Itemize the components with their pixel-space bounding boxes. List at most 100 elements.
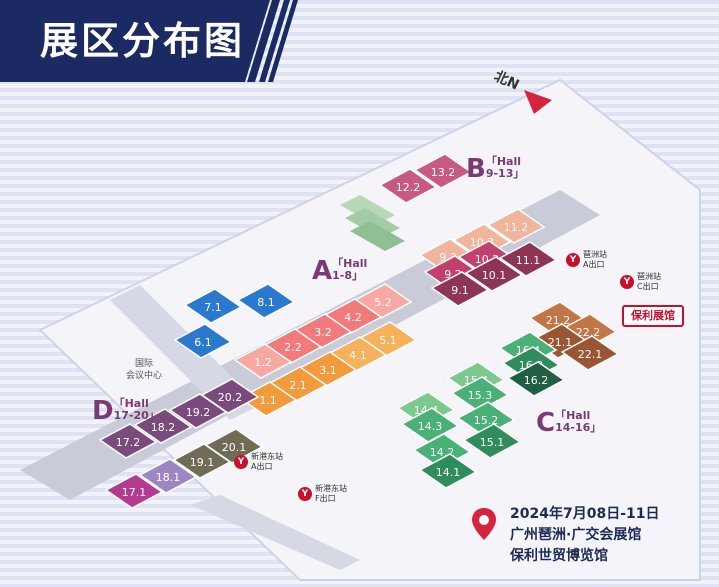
zone-range: 17-20」 xyxy=(113,409,160,422)
hall-14-2[interactable]: 14.2 xyxy=(412,433,472,469)
hall-15-3[interactable]: 15.3 xyxy=(450,376,510,412)
event-venue-2: 保利世贸博览馆 xyxy=(510,548,608,564)
zone-hall: 「Hall xyxy=(332,257,368,270)
hall-label: 15.1 xyxy=(480,436,505,449)
hall-8-1[interactable]: 8.1 xyxy=(236,283,296,319)
hall-label: 18.2 xyxy=(151,421,176,434)
hall-6-1[interactable]: 6.1 xyxy=(173,323,233,359)
hall-17-2[interactable]: 17.2 xyxy=(98,423,158,459)
hall-label: 11.2 xyxy=(504,221,529,234)
metro-name: 新港东站 xyxy=(315,484,347,493)
hall-label: 18.1 xyxy=(156,471,181,484)
hall-label: 19.2 xyxy=(186,406,211,419)
metro-exit: A出口 xyxy=(583,260,605,269)
hall-label: 16.2 xyxy=(524,374,549,387)
compass: 北N xyxy=(491,68,552,114)
metro-name: 琶洲站 xyxy=(583,250,607,259)
hall-18-2[interactable]: 18.2 xyxy=(133,408,193,444)
zone-hall: 「Hall xyxy=(555,409,591,422)
metro-icon: Y xyxy=(234,455,248,469)
hall-label: 10.1 xyxy=(482,269,507,282)
hall-label: 21.1 xyxy=(548,336,573,349)
event-date: 2024年7月08日-11日 xyxy=(510,506,660,522)
hall-label: 9.1 xyxy=(451,284,469,297)
hall-14-1[interactable]: 14.1 xyxy=(418,453,478,489)
hall-7-1[interactable]: 7.1 xyxy=(183,288,243,324)
hall-label: 15.3 xyxy=(468,389,493,402)
hall-label: 14.1 xyxy=(436,466,461,479)
zone-hall: 「Hall xyxy=(113,397,149,410)
zone-range: 1-8」 xyxy=(332,269,363,282)
hall-label: 2.2 xyxy=(284,341,302,354)
zone-letter: D xyxy=(92,396,114,426)
metro-exit: C出口 xyxy=(637,282,659,291)
hall-20-1[interactable]: 20.1 xyxy=(204,428,264,464)
hall-11-2[interactable]: 11.2 xyxy=(486,208,546,244)
hall-13-2[interactable]: 13.2 xyxy=(413,153,473,189)
hall-9-1[interactable]: 9.1 xyxy=(430,271,490,307)
hall-label: 17.2 xyxy=(116,436,141,449)
hall-label: 2.1 xyxy=(289,379,307,392)
hall-15-2[interactable]: 15.2 xyxy=(456,401,516,437)
hall-label: 19.1 xyxy=(190,456,215,469)
hall-label: 4.2 xyxy=(344,311,362,324)
hall-label: 20.1 xyxy=(222,441,247,454)
metro-icon: Y xyxy=(620,275,634,289)
halls-layer: 12.213.29.310.311.29.210.29.110.111.17.1… xyxy=(98,153,620,509)
hall-label: 12.2 xyxy=(396,181,421,194)
hall-label: 13.2 xyxy=(431,166,456,179)
annex-building xyxy=(340,195,405,251)
metro-xingang-a[interactable]: Y 新港东站 A出口 xyxy=(234,452,283,472)
hall-label: 17.1 xyxy=(122,486,147,499)
metro-pazhou-a[interactable]: Y 琶洲站 A出口 xyxy=(566,250,607,270)
hall-14-3[interactable]: 14.3 xyxy=(400,407,460,443)
zone-hall: 「Hall xyxy=(485,155,521,168)
hall-label: 22.1 xyxy=(578,348,603,361)
zone-tag-c: C 「Hall 14-16」 xyxy=(536,409,602,437)
zone-letter: B xyxy=(466,154,486,184)
hall-11-1[interactable]: 11.1 xyxy=(498,241,558,277)
hall-label: 3.1 xyxy=(319,364,337,377)
hall-1-1[interactable]: 1.1 xyxy=(238,381,298,417)
hall-label: 14.3 xyxy=(418,420,443,433)
hall-15-1[interactable]: 15.1 xyxy=(462,423,522,459)
zone-range: 9-13」 xyxy=(485,167,525,180)
metro-pazhou-c[interactable]: Y 琶洲站 C出口 xyxy=(620,272,661,292)
hall-label: 22.2 xyxy=(576,326,601,339)
title-banner xyxy=(0,0,298,82)
hall-17-1[interactable]: 17.1 xyxy=(104,473,164,509)
hall-label: 4.1 xyxy=(349,349,367,362)
metro-xingang-f[interactable]: Y 新港东站 F出口 xyxy=(298,484,347,504)
north-arrow-icon xyxy=(524,90,552,114)
hall-10-1[interactable]: 10.1 xyxy=(464,256,524,292)
zone-tag-a: A 「Hall 1-8」 xyxy=(312,257,368,285)
metro-exit: A出口 xyxy=(251,462,273,471)
hall-label: 15.2 xyxy=(474,414,499,427)
hall-16-2[interactable]: 16.2 xyxy=(506,361,566,397)
metro-name: 琶洲站 xyxy=(637,272,661,281)
zone-range: 14-16」 xyxy=(555,421,602,434)
location-pin-icon xyxy=(472,508,496,540)
hall-label: 5.2 xyxy=(374,296,392,309)
hall-label: 6.1 xyxy=(194,336,212,349)
hall-18-1[interactable]: 18.1 xyxy=(138,458,198,494)
hall-22-1[interactable]: 22.1 xyxy=(560,335,620,371)
hall-label: 1.1 xyxy=(259,394,277,407)
event-venue-1: 广州琶洲·广交会展馆 xyxy=(510,527,642,543)
page-title: 展区分布图 xyxy=(40,18,246,63)
hall-label: 3.2 xyxy=(314,326,332,339)
hall-label: 8.1 xyxy=(257,296,275,309)
metro-icon: Y xyxy=(298,487,312,501)
hall-label: 7.1 xyxy=(204,301,222,314)
event-info: 2024年7月08日-11日 广州琶洲·广交会展馆 保利世贸博览馆 xyxy=(510,504,659,567)
metro-name: 新港东站 xyxy=(251,452,283,461)
hall-12-2[interactable]: 12.2 xyxy=(378,168,438,204)
conference-center-label: 国际 会议中心 xyxy=(125,359,162,381)
hall-20-2[interactable]: 20.2 xyxy=(200,378,260,414)
hall-label: 21.2 xyxy=(546,314,571,327)
poly-expo-badge[interactable]: 保利展馆 xyxy=(622,305,684,327)
metro-exit: F出口 xyxy=(315,494,336,503)
hall-1-2[interactable]: 1.2 xyxy=(233,343,293,379)
